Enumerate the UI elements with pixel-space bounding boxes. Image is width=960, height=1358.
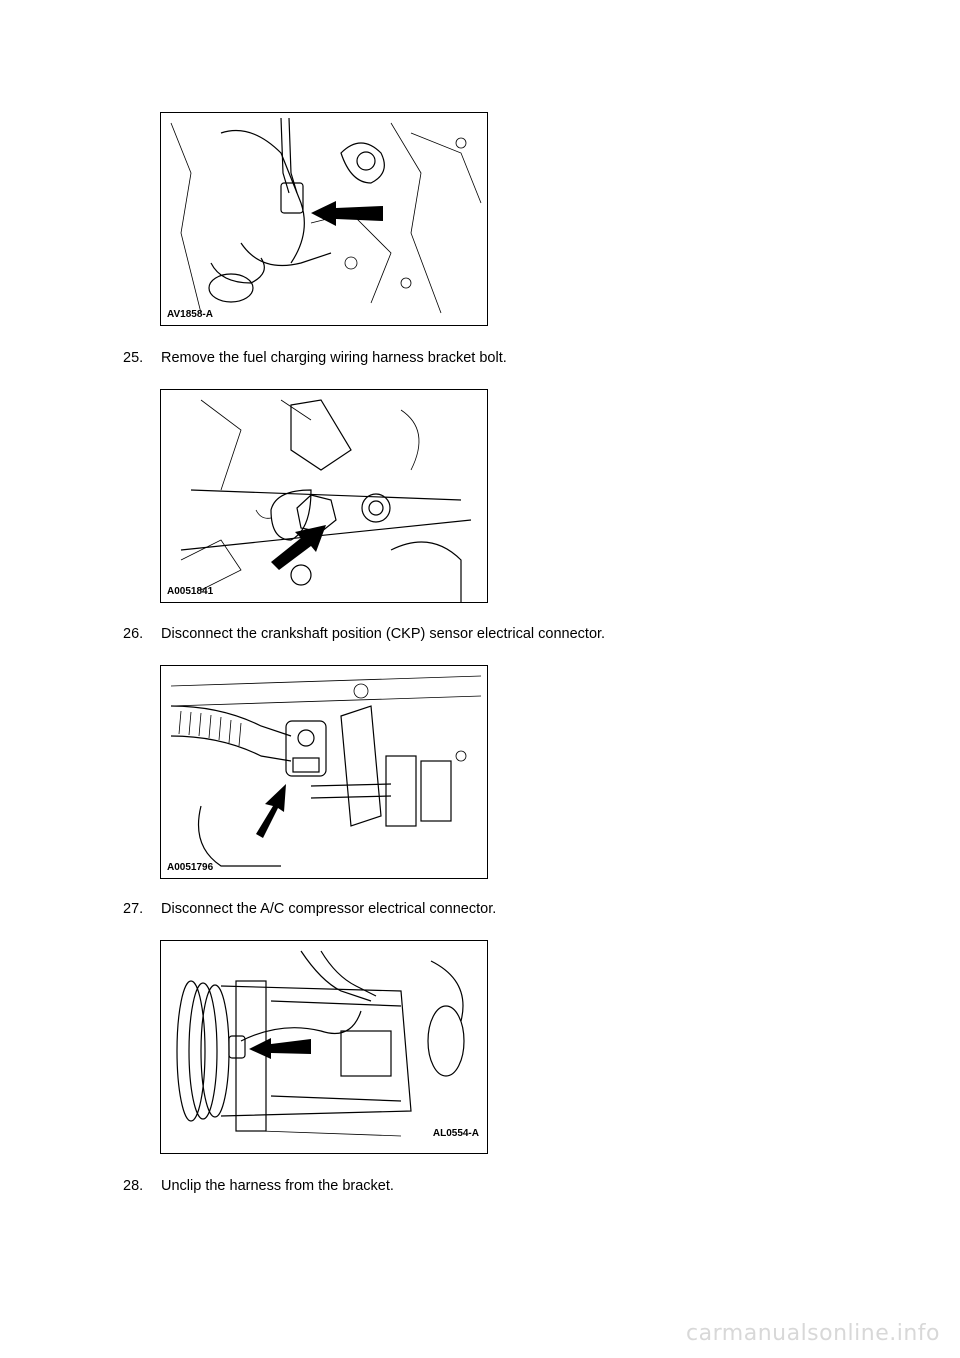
figure-label: AL0554-A <box>432 1128 479 1139</box>
ac-compressor-illustration <box>176 950 465 1137</box>
figure-av1858-a: AV1858-A <box>160 112 488 326</box>
step-number: 27. <box>123 901 144 917</box>
figure-a0051796: A0051796 <box>160 665 488 879</box>
arrow-icon <box>271 525 326 570</box>
step-25: 25. Remove the fuel charging wiring harne… <box>123 350 507 366</box>
figure-label: AV1858-A <box>167 309 213 320</box>
step-number: 26. <box>123 626 144 642</box>
step-28: 28. Unclip the harness from the bracket. <box>123 1178 394 1194</box>
figure-label: A0051796 <box>167 862 214 873</box>
watermark: carmanualsonline.info <box>686 1321 940 1346</box>
engine-wiring-illustration <box>170 117 482 314</box>
step-text: Unclip the harness from the bracket. <box>161 1178 394 1194</box>
ckp-sensor-illustration <box>170 675 482 867</box>
figure-label: A0051841 <box>167 586 214 597</box>
bracket-bolt-illustration <box>180 399 472 602</box>
step-text: Disconnect the A/C compressor electrical… <box>161 901 497 917</box>
step-27: 27. Disconnect the A/C compressor electri… <box>123 901 496 917</box>
figure-al0554-a: AL0554-A <box>160 940 488 1154</box>
step-number: 28. <box>123 1178 144 1194</box>
arrow-icon <box>311 201 383 226</box>
step-26: 26. Disconnect the crankshaft position (C… <box>123 626 605 642</box>
figure-a0051841: A0051841 <box>160 389 488 603</box>
arrow-icon <box>249 1038 311 1059</box>
arrow-icon <box>256 784 286 838</box>
step-text: Disconnect the crankshaft position (CKP)… <box>161 626 606 642</box>
step-number: 25. <box>123 350 144 366</box>
step-text: Remove the fuel charging wiring harness … <box>161 350 507 366</box>
